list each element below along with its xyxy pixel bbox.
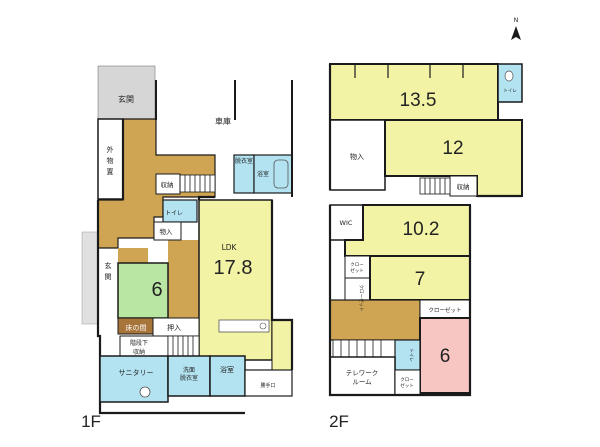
label-kaidanshita-1: 階段下 — [130, 339, 148, 347]
stairs-2f-top — [419, 177, 451, 195]
label-gaibutsu-1: 外 — [107, 145, 114, 154]
exterior-walls-2f — [328, 64, 522, 397]
entrance-porch-side — [81, 231, 99, 325]
washroom — [167, 355, 211, 397]
compass-north-label: N — [514, 17, 519, 24]
exterior-walls-1f — [96, 119, 294, 415]
label-katteguchi: 勝手口 — [260, 382, 275, 389]
floor-label-2f: 2F — [329, 412, 349, 431]
storage-1f — [155, 173, 181, 195]
label-closet-d-2: ゼット — [400, 382, 414, 389]
corridor-lower — [118, 248, 148, 263]
bath-1f — [209, 355, 246, 397]
entrance-porch-top — [97, 65, 156, 120]
label-toilet-2f: トイレ — [408, 348, 413, 362]
toilet-fixture-2f-top — [504, 70, 514, 82]
label-room-6: 6 — [440, 346, 451, 367]
label-genkan-side-1: 玄 — [105, 261, 112, 270]
closet-1f — [153, 221, 182, 241]
label-monoire-1f: 物入 — [160, 227, 174, 236]
label-gaibutsu-2: 物 — [107, 156, 114, 165]
ldk-room — [198, 199, 273, 361]
label-wic: WIC — [340, 219, 353, 227]
sink — [259, 322, 267, 330]
label-genkan-side-2: 関 — [105, 273, 112, 281]
label-sanitary: サニタリー — [119, 368, 154, 377]
label-closet-c: クローゼット — [428, 306, 461, 314]
toilet-2f-top — [497, 63, 523, 103]
label-tokonoma: 床の間 — [126, 323, 147, 332]
label-monoire-2f: 物入 — [350, 152, 364, 161]
label-shuno-1f: 収納 — [161, 180, 174, 189]
label-closet-a-2: ゼット — [350, 267, 364, 274]
compass-icon: N — [511, 17, 521, 40]
bathtub-1f — [273, 159, 289, 189]
label-kaidanshita-2: 収納 — [133, 348, 145, 356]
stairs-2f-lower — [332, 339, 396, 358]
garage-lines — [155, 80, 293, 197]
washitsu-room — [117, 262, 169, 319]
label-telework-1: テレワーク — [346, 369, 379, 377]
room-13-5-windows — [354, 64, 464, 78]
label-datsuijo: 脱衣室 — [235, 157, 253, 165]
label-garage: 車庫 — [215, 116, 231, 126]
toilet-fixture-1f — [139, 386, 151, 398]
label-closet-a-1: クロー — [350, 262, 364, 268]
label-shuno-2f: 収納 — [457, 182, 470, 191]
label-room-12: 12 — [442, 138, 463, 159]
stairs-1f — [179, 174, 216, 193]
label-senmen-1: 洗面 — [183, 366, 195, 374]
floor-label-1f: 1F — [81, 412, 101, 431]
label-bath-1f: 浴室 — [220, 365, 234, 374]
label-gaibutsu-3: 置 — [107, 168, 114, 176]
label-telework-2: ルーム — [352, 378, 372, 386]
room-7 — [369, 255, 471, 301]
kitchen-counter — [218, 319, 270, 333]
label-genkan-top: 玄関 — [118, 94, 134, 104]
label-senmen-2: 脱衣室 — [180, 374, 198, 382]
label-closet-b: クローゼット — [358, 285, 365, 312]
first-floor-plan: 玄関 外 物 置 車庫 脱衣室 浴室 収納 トイレ 物入 LDK 17.8 玄 … — [81, 65, 294, 415]
label-washitsu: 6 — [151, 279, 162, 301]
storage-shed — [97, 118, 124, 200]
sanitary-room — [99, 355, 169, 403]
label-ldk: LDK — [222, 243, 238, 252]
label-room-7: 7 — [415, 269, 426, 290]
second-floor-plan: 13.5 トイレ 12 物入 収納 WIC 10.2 クロー ゼット 7 クロー… — [328, 63, 523, 397]
corridor-ldk-side — [168, 240, 201, 320]
label-oshiire: 押入 — [167, 323, 181, 332]
toilet-2f — [394, 339, 421, 371]
label-room-10-2: 10.2 — [403, 219, 440, 240]
ldk-ext — [271, 319, 293, 371]
label-room-13-5: 13.5 — [400, 90, 437, 111]
label-toilet-top: トイレ — [503, 89, 517, 94]
corridor-2f — [329, 299, 421, 341]
label-toilet-1f: トイレ — [165, 210, 183, 217]
label-bath-small: 浴室 — [257, 170, 269, 178]
stairs-1f-lower — [167, 335, 200, 357]
label-closet-d-1: クロー — [400, 377, 414, 383]
label-ldk-size: 17.8 — [214, 257, 253, 279]
back-door — [244, 369, 293, 397]
